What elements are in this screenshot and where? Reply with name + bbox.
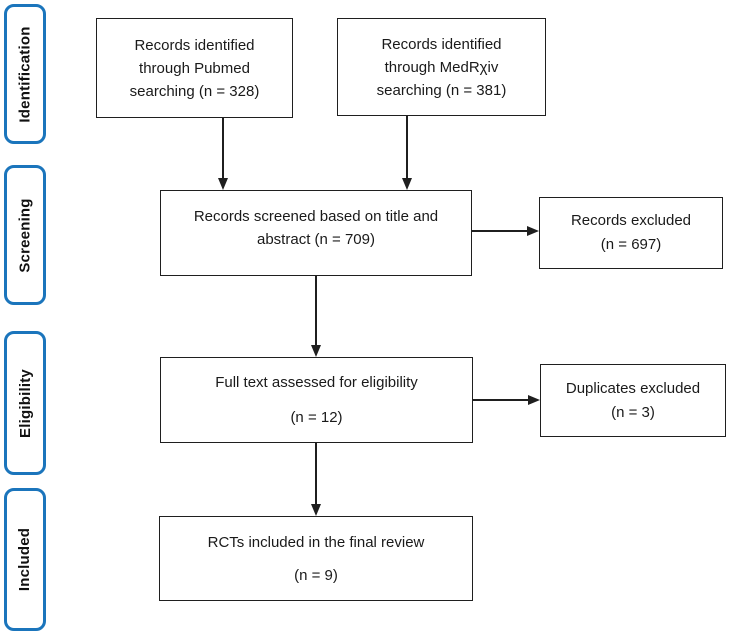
stage-label-identification-text: Identification bbox=[16, 25, 34, 123]
box-text-line: RCTs included in the final review bbox=[207, 533, 425, 551]
box-text-line: Duplicates excluded bbox=[565, 379, 701, 397]
box-text-line: searching (n = 328) bbox=[129, 82, 260, 100]
stage-label-screening-text: Screening bbox=[16, 197, 34, 273]
arrowhead-down-icon bbox=[402, 178, 412, 190]
box-text-line: Records identified bbox=[134, 36, 255, 54]
box-text-line: through Pubmed bbox=[139, 59, 250, 77]
stage-label-identification: Identification bbox=[4, 4, 46, 144]
arrow-fulltext-to-rcts-shaft bbox=[315, 443, 317, 504]
box-text-line: Records identified bbox=[381, 35, 502, 53]
arrowhead-right-icon bbox=[527, 226, 539, 236]
stage-label-included: Included bbox=[4, 488, 46, 631]
box-text-line: (n = 12) bbox=[290, 409, 343, 426]
stage-label-included-text: Included bbox=[16, 527, 34, 592]
arrowhead-down-icon bbox=[311, 504, 321, 516]
box-records-screened: Records screened based on title and abst… bbox=[160, 190, 472, 276]
arrowhead-right-icon bbox=[528, 395, 540, 405]
arrow-fulltext-to-duplicates-shaft bbox=[473, 399, 528, 401]
box-text-line: Records screened based on title and bbox=[193, 208, 439, 225]
box-records-identified-pubmed: Records identified through Pubmed search… bbox=[96, 18, 293, 118]
arrow-screened-to-excluded-shaft bbox=[472, 230, 527, 232]
arrow-screened-to-fulltext-shaft bbox=[315, 276, 317, 345]
box-text-line: searching (n = 381) bbox=[376, 81, 507, 99]
stage-label-eligibility: Eligibility bbox=[4, 331, 46, 475]
arrowhead-down-icon bbox=[218, 178, 228, 190]
box-fulltext-assessed: Full text assessed for eligibility (n = … bbox=[160, 357, 473, 443]
box-text-line: (n = 3) bbox=[611, 403, 655, 421]
arrow-medrxiv-to-screened-shaft bbox=[406, 116, 408, 178]
arrowhead-down-icon bbox=[311, 345, 321, 357]
box-records-excluded: Records excluded (n = 697) bbox=[539, 197, 723, 269]
arrow-pubmed-to-screened-shaft bbox=[222, 118, 224, 178]
box-text-line: through MedRχiv bbox=[384, 58, 499, 76]
stage-label-screening: Screening bbox=[4, 165, 46, 305]
box-text-line: Full text assessed for eligibility bbox=[215, 374, 418, 391]
stage-label-eligibility-text: Eligibility bbox=[16, 368, 34, 438]
box-records-identified-medrxiv: Records identified through MedRχiv searc… bbox=[337, 18, 546, 116]
box-text-line: Records excluded bbox=[570, 212, 692, 229]
box-text-line: abstract (n = 709) bbox=[257, 231, 375, 248]
box-text-line: (n = 697) bbox=[600, 236, 662, 253]
box-text-line: (n = 9) bbox=[294, 566, 338, 584]
box-rcts-included: RCTs included in the final review (n = 9… bbox=[159, 516, 473, 601]
box-duplicates-excluded: Duplicates excluded (n = 3) bbox=[540, 364, 726, 437]
